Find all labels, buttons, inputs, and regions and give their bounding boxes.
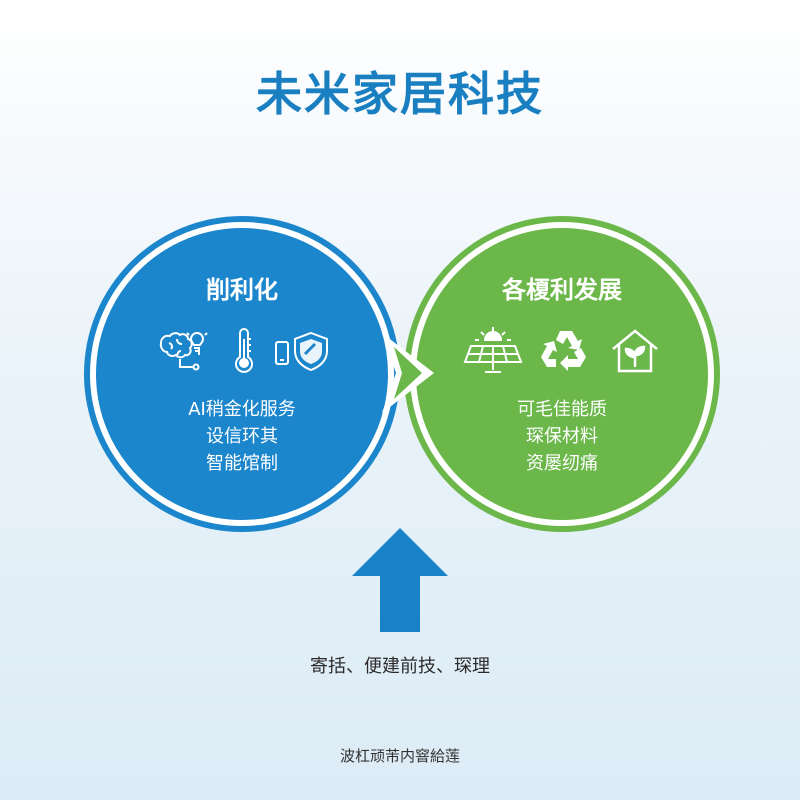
eco-house-icon [609,327,661,375]
sustainable-feature-item: 可毛佳能质 [517,399,607,420]
brain-circuit-icon [153,329,215,373]
smart-icons-row [96,323,388,379]
sustainable-features-list: 可毛佳能质 琛保材料 资屡纫痛 [416,396,708,477]
solar-panel-icon [463,326,523,376]
sustainable-circle-title: 各榎利发展 [502,276,622,304]
recycle-icon [541,327,591,375]
page-title: 未米家居科技 [256,67,544,121]
sustainable-feature-item: 资屡纫痛 [526,453,598,474]
up-arrow-icon [352,528,448,632]
footer-text: 波杠顽芾内窨給莲 [339,747,460,765]
sustainable-feature-item: 琛保材料 [526,426,598,447]
smart-circle: 削利化 [90,222,394,526]
sustainable-circle: 各榎利发展 [410,222,714,526]
foundation-caption: 寄括、便建前技、琛理 [310,656,490,677]
smart-circle-title: 削利化 [206,276,278,304]
connector-chevron [382,333,434,413]
thermometer-icon [233,327,255,375]
phone-shield-icon [273,330,331,372]
smart-feature-item: 智能馆制 [206,453,278,474]
smart-feature-item: 设信环其 [206,426,278,447]
sustainable-icons-row [416,323,708,379]
smart-feature-item: AI稍金化服务 [188,399,296,420]
smart-features-list: AI稍金化服务 设信环其 智能馆制 [96,396,388,477]
